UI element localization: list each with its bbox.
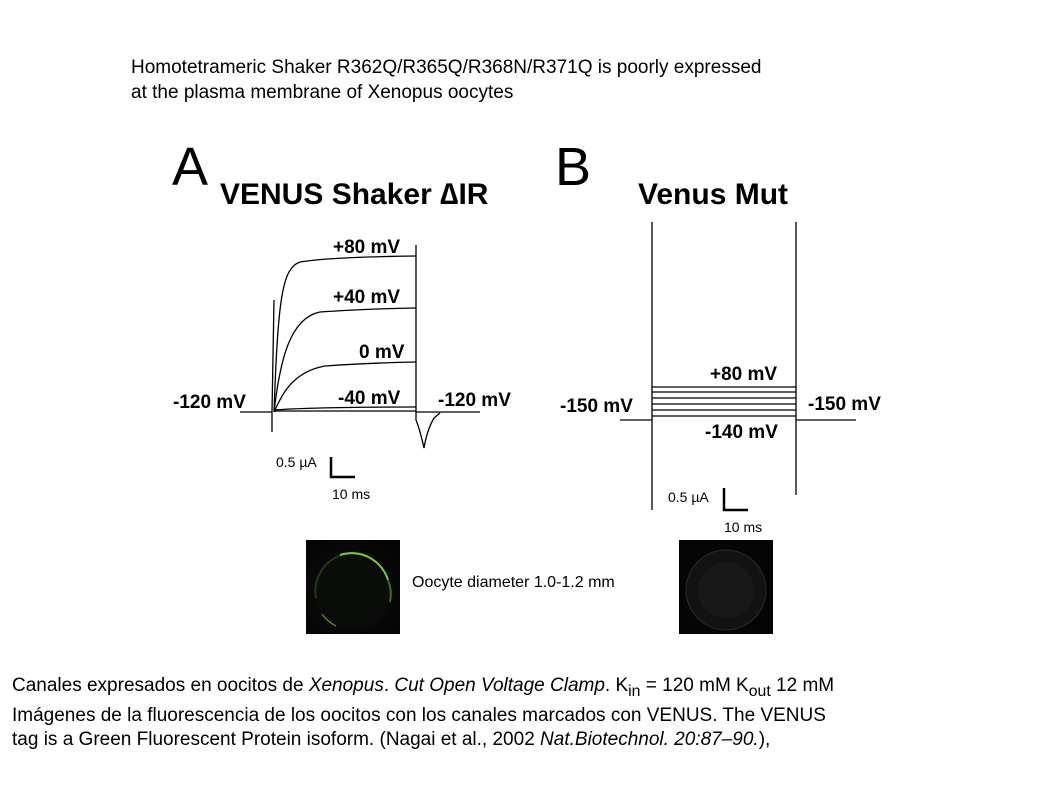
panel-a-label-plus40: +40 mV (333, 287, 401, 308)
caption-subscript-in: in (628, 682, 641, 700)
panel-a-trace-minus40 (273, 406, 417, 411)
caption-text: . K (604, 675, 629, 696)
panel-a-trace-plus80 (273, 255, 417, 413)
caption-italic-method: Cut Open Voltage Clamp (394, 675, 605, 696)
panel-a-label-plus80: +80 mV (333, 237, 401, 258)
panel-b-scale-time: 10 ms (724, 519, 763, 535)
panel-a-label-0: 0 mV (359, 342, 405, 363)
panel-a-offset-transient (415, 245, 441, 449)
panel-b-scale-bar (722, 488, 748, 512)
caption-text: Canales expresados en oocitos de (12, 675, 309, 696)
caption-text: ), (758, 728, 771, 750)
panel-b-letter: B (555, 137, 592, 197)
panel-a-label-hold-right: -120 mV (438, 390, 511, 411)
caption-subscript-out: out (748, 682, 771, 700)
panel-a-onset-transient (271, 299, 275, 432)
panel-b-label-minus140: -140 mV (705, 422, 778, 443)
panel-a-scale-current: 0.5 µA (276, 454, 317, 470)
slide-title-line-1: Homotetrameric Shaker R362Q/R365Q/R368N/… (131, 57, 762, 78)
caption-text: 12 mM (770, 675, 835, 696)
panel-a-scale-time: 10 ms (332, 486, 371, 502)
caption-italic-reference: Nat.Biotechnol. 20:87–90. (540, 728, 759, 750)
figure-caption: Canales expresados en oocitos de Xenopus… (12, 674, 1052, 752)
panel-b-label-hold-right: -150 mV (808, 394, 881, 415)
oocyte-diameter-note: Oocyte diameter 1.0-1.2 mm (412, 574, 615, 591)
panel-b-title: Venus Mut (638, 178, 789, 211)
panel-b-oocyte-image-drawing (679, 540, 773, 634)
caption-line-1: Canales expresados en oocitos de Xenopus… (12, 674, 1052, 704)
panel-b-label-hold-left: -150 mV (560, 396, 633, 417)
panel-a-label-hold-left: -120 mV (173, 392, 246, 413)
caption-text: . (383, 675, 395, 696)
caption-italic-species: Xenopus (308, 675, 384, 696)
panel-a-scale-bar (329, 457, 355, 479)
caption-text: = 120 mM K (640, 675, 749, 696)
caption-line-2: Imágenes de la fluorescencia de los ooci… (12, 704, 826, 726)
panel-a-label-minus40: -40 mV (338, 388, 401, 409)
slide-title-line-2: at the plasma membrane of Xenopus oocyte… (131, 82, 514, 103)
panel-a-oocyte-image (306, 540, 400, 634)
panel-b-oocyte-image (679, 540, 773, 634)
caption-text: tag is a Green Fluorescent Protein isofo… (12, 728, 541, 750)
panel-a-title: VENUS Shaker ∆IR (220, 178, 489, 211)
panel-b-label-plus80: +80 mV (710, 364, 778, 385)
panel-a-trace-0 (273, 361, 417, 413)
panel-a-letter: A (172, 137, 209, 197)
panel-b-scale-current: 0.5 µA (668, 489, 709, 505)
caption-line-3: tag is a Green Fluorescent Protein isofo… (12, 728, 1052, 752)
panel-a-trace-plus40 (273, 307, 417, 413)
panel-a-oocyte-image-drawing (306, 540, 400, 634)
